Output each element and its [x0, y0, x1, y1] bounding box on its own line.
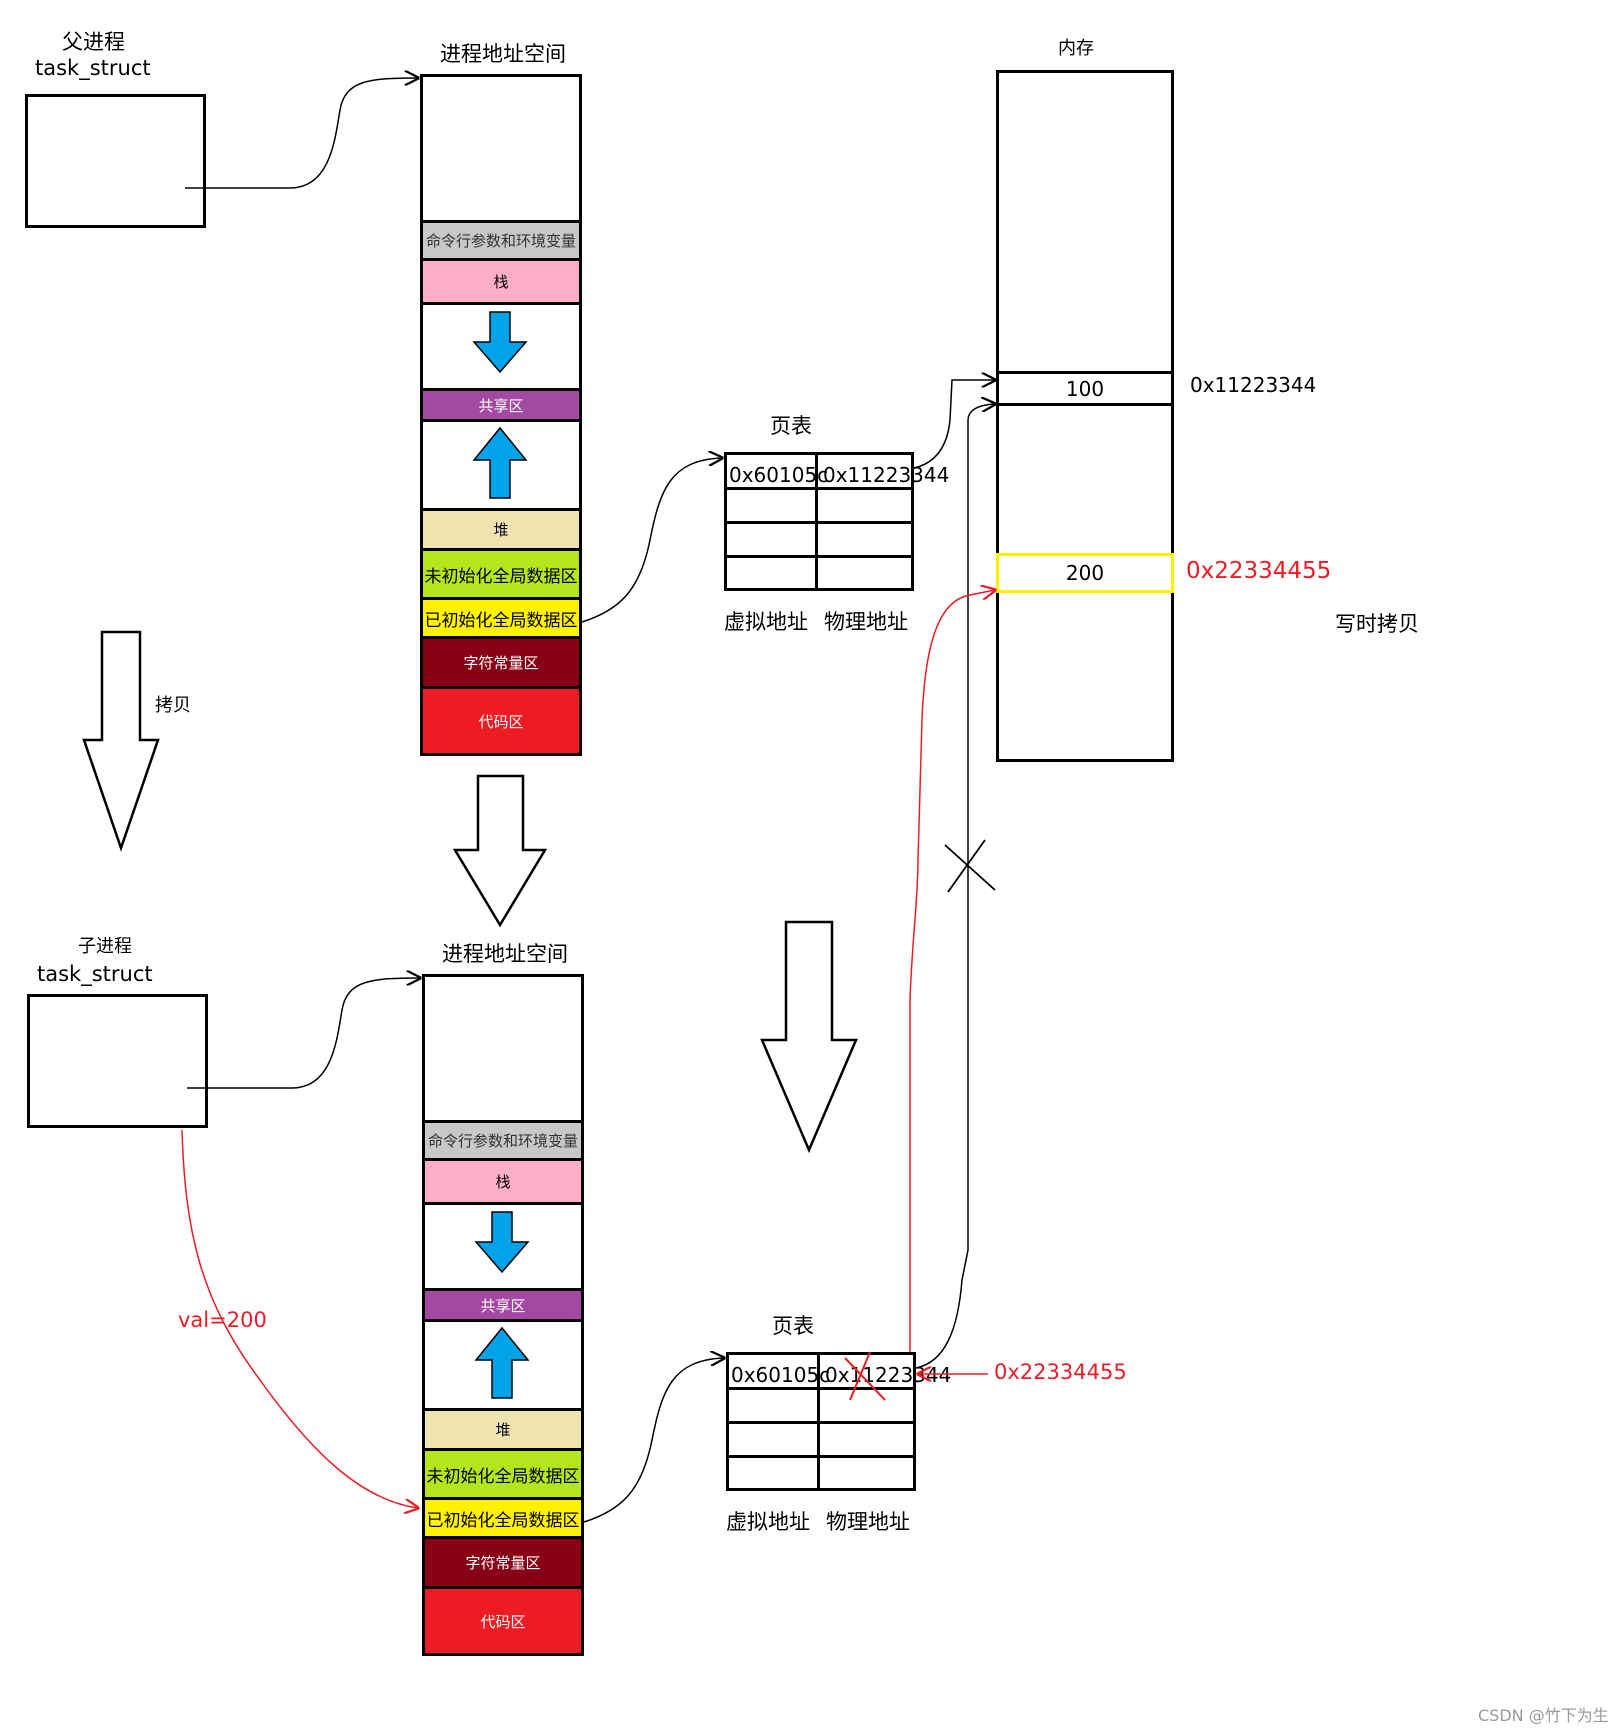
child-segment-shared: 共享区	[425, 1291, 581, 1322]
parent-segment-stack-label: 栈	[493, 273, 509, 291]
child-new-physical-address-label: 0x22334455	[994, 1360, 1127, 1384]
memory-slot-100-value: 100	[1065, 376, 1105, 401]
child-pagetable-to-new-memory-arrow	[909, 590, 995, 1352]
memory-block: 100 200	[996, 70, 1174, 762]
child-address-space: 命令行参数和环境变量 栈 共享区 堆 未初始化全局数据区 已初始化全局数据区 字…	[422, 974, 584, 1656]
child-task-struct-label: task_struct	[37, 962, 153, 986]
parent-pt-virtual-address: 0x60105c	[729, 463, 829, 487]
parent-segment-bss-label: 未初始化全局数据区	[424, 566, 578, 587]
parent-top-empty	[423, 77, 579, 223]
child-segment-bss-label: 未初始化全局数据区	[426, 1466, 580, 1487]
parent-segment-args-env-label: 命令行参数和环境变量	[425, 232, 576, 250]
old-physical-cross-icon	[844, 1351, 886, 1401]
old-link-cross-icon	[944, 839, 996, 893]
child-pt-col-physical-label: 物理地址	[826, 1510, 910, 1534]
parent-segment-heap-label: 堆	[493, 521, 509, 539]
child-segment-data: 已初始化全局数据区	[425, 1500, 581, 1539]
parent-stack-down-blue-arrow	[472, 311, 528, 374]
parent-task-struct-box	[25, 94, 206, 228]
child-heap-gap	[425, 1322, 581, 1411]
parent-pt-col-virtual-label: 虚拟地址	[724, 610, 808, 634]
parent-pt-col-physical-label: 物理地址	[824, 610, 908, 634]
parent-page-table-row-divider	[727, 487, 911, 490]
child-address-space-title: 进程地址空间	[442, 942, 568, 966]
memory-slot2-address: 0x22334455	[1186, 558, 1332, 584]
child-segment-heap-label: 堆	[495, 1421, 511, 1439]
copy-down-arrow	[82, 630, 160, 852]
memory-slot-200-value: 200	[1065, 561, 1105, 585]
child-segment-bss: 未初始化全局数据区	[425, 1451, 581, 1500]
copy-label: 拷贝	[155, 695, 191, 716]
parent-page-table-row-divider	[727, 555, 911, 558]
watermark: CSDN @竹下为生	[1478, 1706, 1609, 1725]
parent-segment-text: 代码区	[423, 689, 579, 753]
parent-segment-stack: 栈	[423, 261, 579, 305]
memory-slot-200: 200	[996, 553, 1174, 593]
child-page-table-row-divider	[729, 1421, 913, 1424]
child-write-arrow	[181, 1129, 418, 1508]
child-page-table-title: 页表	[772, 1314, 814, 1338]
parent-segment-shared-label: 共享区	[478, 396, 524, 415]
child-segment-data-label: 已初始化全局数据区	[426, 1510, 580, 1531]
child-pt-virtual-address: 0x60105c	[731, 1363, 831, 1387]
parent-address-space: 命令行参数和环境变量 栈 共享区 堆 未初始化全局数据区 已初始化全局数据区 字…	[420, 74, 582, 756]
parent-process-title: 父进程	[62, 30, 125, 54]
parent-segment-data-label: 已初始化全局数据区	[424, 610, 578, 631]
parent-segment-data: 已初始化全局数据区	[423, 600, 579, 639]
child-segment-args-env: 命令行参数和环境变量	[425, 1123, 581, 1161]
parent-space-to-pagetable-arrow	[581, 458, 722, 623]
child-stack-down-blue-arrow	[474, 1211, 530, 1274]
child-segment-heap: 堆	[425, 1411, 581, 1451]
parent-page-table: 0x60105c 0x11223344	[724, 452, 949, 591]
child-stack-gap	[425, 1205, 581, 1291]
child-segment-rodata-label: 字符常量区	[465, 1554, 541, 1572]
parent-heap-up-blue-arrow	[472, 426, 528, 499]
parent-pt-physical-address: 0x11223344	[823, 463, 950, 487]
parent-heap-gap	[423, 422, 579, 511]
child-segment-text-label: 代码区	[480, 1612, 526, 1631]
child-pt-col-virtual-label: 虚拟地址	[726, 1510, 810, 1534]
child-segment-rodata: 字符常量区	[425, 1539, 581, 1589]
parent-pagetable-to-memory-arrow	[913, 380, 995, 469]
child-top-empty	[425, 977, 581, 1123]
pagetable-down-arrow	[760, 920, 858, 1154]
space-down-arrow	[452, 774, 548, 928]
parent-stack-gap	[423, 305, 579, 391]
child-process-title: 子进程	[78, 936, 132, 957]
child-task-struct-box	[27, 994, 208, 1128]
parent-segment-args-env: 命令行参数和环境变量	[423, 223, 579, 261]
memory-slot1-address: 0x11223344	[1190, 373, 1317, 397]
child-segment-stack: 栈	[425, 1161, 581, 1205]
child-segment-text: 代码区	[425, 1589, 581, 1653]
child-segment-stack-label: 栈	[495, 1173, 511, 1191]
parent-page-table-row-divider	[727, 521, 911, 524]
parent-page-table-title: 页表	[770, 414, 812, 438]
child-heap-up-blue-arrow	[474, 1326, 530, 1399]
parent-address-space-title: 进程地址空间	[440, 42, 566, 66]
child-segment-args-env-label: 命令行参数和环境变量	[427, 1132, 578, 1150]
parent-segment-heap: 堆	[423, 511, 579, 551]
parent-segment-shared: 共享区	[423, 391, 579, 422]
child-page-table-row-divider	[729, 1387, 913, 1390]
child-struct-to-space-arrow	[187, 978, 420, 1089]
child-space-to-pagetable-arrow	[583, 1358, 724, 1523]
parent-task-struct-label: task_struct	[35, 56, 151, 80]
parent-segment-bss: 未初始化全局数据区	[423, 551, 579, 600]
memory-slot-100: 100	[999, 371, 1171, 406]
parent-segment-rodata: 字符常量区	[423, 639, 579, 689]
child-pagetable-to-old-memory-arrow	[915, 404, 995, 1369]
copy-on-write-label: 写时拷贝	[1335, 612, 1419, 636]
memory-title: 内存	[1058, 38, 1094, 59]
parent-segment-rodata-label: 字符常量区	[463, 654, 539, 672]
child-page-table-row-divider	[729, 1455, 913, 1458]
child-segment-shared-label: 共享区	[480, 1296, 526, 1315]
parent-struct-to-space-arrow	[185, 78, 418, 189]
parent-segment-text-label: 代码区	[478, 712, 524, 731]
